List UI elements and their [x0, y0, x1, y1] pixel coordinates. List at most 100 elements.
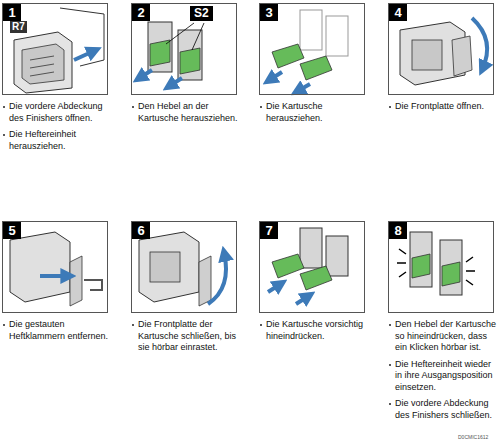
- step-panel: 1Die vordere Abdeckung des Finishers öff…: [2, 3, 108, 95]
- step-caption: Die Kartusche herausziehen.: [259, 101, 369, 129]
- pull-arrow: [168, 78, 182, 87]
- green-lever: [412, 254, 430, 278]
- cartridge-housing: [326, 16, 348, 56]
- pull-arrow: [74, 50, 96, 60]
- step-number: 4: [389, 4, 407, 21]
- instruction-item: Die Frontplatte der Kartusche schließen,…: [131, 319, 241, 354]
- step-caption: Den Hebel an der Kartusche herausziehen.: [131, 101, 241, 129]
- instruction-item: Die vordere Abdeckung des Finishers schl…: [388, 398, 498, 421]
- instruction-item: Die Kartusche vorsichtig hineindrücken.: [259, 319, 369, 342]
- instruction-text: Die Frontplatte öffnen.: [395, 101, 484, 111]
- part-label: S2: [190, 6, 213, 21]
- instruction-item: Die Heftereinheit herausziehen.: [2, 129, 112, 152]
- instruction-text: Die Kartusche herausziehen.: [266, 101, 323, 123]
- cartridge-housing: [410, 232, 432, 287]
- step-caption: Die vordere Abdeckung des Finishers öffn…: [2, 101, 112, 157]
- instruction-text: Die Frontplatte der Kartusche schließen,…: [138, 319, 236, 352]
- instruction-item: Die Frontplatte öffnen.: [388, 101, 498, 113]
- instruction-text: Die gestauten Heftklammern entfernen.: [9, 319, 108, 341]
- remove-arrow: [40, 274, 70, 278]
- rotate-arrow: [472, 18, 487, 70]
- front-plate: [70, 256, 82, 306]
- jammed-staple: [84, 280, 102, 290]
- lever-push-illustration: [397, 232, 475, 295]
- step-number: 2: [132, 4, 150, 21]
- step-panel: 2Den Hebel an der Kartusche herausziehen…: [131, 3, 237, 95]
- step-caption: Den Hebel der Kartusche so hineindrücken…: [388, 319, 498, 426]
- stapler-unit-illustration: [14, 8, 104, 93]
- stapler-inner: [22, 44, 64, 84]
- step-caption: Die gestauten Heftklammern entfernen.: [2, 319, 112, 347]
- step-number: 5: [3, 222, 21, 239]
- instruction-item: Den Hebel an der Kartusche herausziehen.: [131, 101, 241, 124]
- front-plate-close-illustration: [139, 232, 226, 306]
- instruction-text: Den Hebel der Kartusche so hineindrücken…: [395, 319, 496, 352]
- step-panel: 6Die Frontplatte der Kartusche schließen…: [131, 221, 237, 313]
- step-panel: 8Den Hebel der Kartusche so hineindrücke…: [388, 221, 494, 313]
- bullet: [389, 324, 391, 326]
- front-plate-open-illustration: [400, 18, 487, 85]
- bullet: [389, 106, 391, 108]
- bullet: [3, 134, 5, 136]
- cartridge-inner: [412, 40, 442, 70]
- instruction-text: Die Kartusche vorsichtig hineindrücken.: [266, 319, 363, 341]
- green-cartridge: [272, 254, 304, 278]
- instruction-item: Die Kartusche herausziehen.: [259, 101, 369, 124]
- stapler-unit: [14, 32, 72, 93]
- push-arrow: [296, 295, 310, 304]
- instruction-text: Den Hebel an der Kartusche herausziehen.: [138, 101, 238, 123]
- step-number: 7: [260, 222, 278, 239]
- cartridge-body: [139, 232, 199, 302]
- part-label: R7: [10, 21, 27, 33]
- green-cartridge: [300, 56, 332, 80]
- instruction-item: Den Hebel der Kartusche so hineindrücken…: [388, 319, 498, 354]
- cartridge-insert-illustration: [268, 228, 348, 304]
- bullet: [389, 403, 391, 405]
- green-cartridge: [272, 44, 304, 68]
- click-marks: [466, 257, 475, 285]
- step-caption: Die Frontplatte der Kartusche schließen,…: [131, 319, 241, 359]
- bullet: [389, 364, 391, 366]
- instruction-text: Die vordere Abdeckung des Finishers schl…: [395, 398, 492, 420]
- step-number: 6: [132, 222, 150, 239]
- front-plate: [452, 36, 472, 76]
- bullet: [3, 106, 5, 108]
- cartridge-body: [10, 232, 70, 302]
- rotate-arrow: [208, 252, 226, 304]
- pull-arrow: [138, 70, 152, 79]
- bullet: [260, 324, 262, 326]
- figure-code: D0CMIC1612: [458, 434, 488, 440]
- push-arrow: [268, 283, 282, 292]
- cartridge-removal-illustration: [268, 10, 348, 92]
- jam-removal-illustration: [10, 232, 102, 306]
- cartridge-housing: [440, 240, 462, 295]
- click-marks: [397, 249, 406, 277]
- instruction-text: Die Heftereinheit herausziehen.: [9, 129, 76, 151]
- instruction-item: Die gestauten Heftklammern entfernen.: [2, 319, 112, 342]
- step-panel: 7Die Kartusche vorsichtig hineindrücken.: [259, 221, 365, 313]
- bullet: [260, 106, 262, 108]
- pull-arrow: [268, 72, 282, 81]
- step-caption: Die Kartusche vorsichtig hineindrücken.: [259, 319, 369, 347]
- green-cartridge: [300, 266, 332, 290]
- cartridge-housing: [300, 228, 322, 268]
- cartridge-housing: [300, 10, 322, 50]
- step-number: 1: [3, 4, 21, 21]
- cartridge-housing: [148, 22, 172, 72]
- instruction-text: Die vordere Abdeckung des Finishers öffn…: [9, 101, 103, 123]
- bullet: [132, 106, 134, 108]
- step-number: 8: [389, 222, 407, 239]
- instruction-text: Die Heftereinheit wieder in ihre Ausgang…: [395, 359, 493, 392]
- green-lever: [442, 262, 460, 286]
- green-lever: [180, 48, 200, 74]
- instruction-item: Die vordere Abdeckung des Finishers öffn…: [2, 101, 112, 124]
- leader-line: [166, 23, 204, 50]
- stapler-detail: [30, 56, 54, 76]
- cartridge-housing: [326, 236, 348, 276]
- instruction-item: Die Heftereinheit wieder in ihre Ausgang…: [388, 359, 498, 394]
- step-panel: 3Die Kartusche herausziehen.: [259, 3, 365, 95]
- front-plate: [199, 256, 211, 306]
- step-caption: Die Frontplatte öffnen.: [388, 101, 498, 118]
- lever-illustration: [138, 22, 204, 87]
